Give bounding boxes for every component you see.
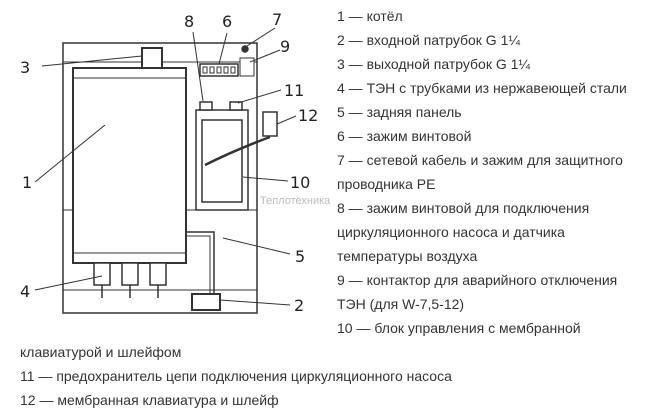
inlet-nozzle bbox=[191, 293, 221, 311]
legend-line: 1 — котёл bbox=[337, 8, 403, 24]
legend-line: 8 — зажим винтовой для подключения bbox=[337, 200, 590, 216]
legend-line: 11 — предохранитель цепи подключения цир… bbox=[20, 368, 452, 384]
legend-line: клавиатурой и шлейфом bbox=[20, 344, 182, 360]
watermark: Теплотехника bbox=[260, 195, 331, 207]
cable-entry bbox=[241, 45, 249, 53]
legend-line: проводника PE bbox=[337, 176, 436, 192]
legend-line: 5 — задняя панель bbox=[337, 104, 462, 120]
heater-terminal bbox=[121, 262, 139, 286]
control-block bbox=[195, 109, 249, 211]
legend-line: 12 — мембранная клавиатура и шлейф bbox=[20, 392, 279, 408]
callout-4: 4 bbox=[20, 282, 30, 301]
callout-2: 2 bbox=[294, 296, 304, 315]
callout-6: 6 bbox=[222, 12, 232, 31]
legend-line: 4 — ТЭН с трубками из нержавеющей стали bbox=[337, 80, 627, 96]
callout-1: 1 bbox=[22, 173, 32, 192]
callout-9: 9 bbox=[280, 37, 290, 56]
membrane-keyboard bbox=[262, 111, 278, 137]
legend-line: 7 — сетевой кабель и зажим для защитного bbox=[337, 152, 623, 168]
outlet-nozzle bbox=[141, 47, 163, 69]
ribbon-cable bbox=[204, 135, 271, 167]
screw-clamp-6 bbox=[199, 63, 239, 77]
callout-5: 5 bbox=[295, 247, 305, 266]
legend-line: 6 — зажим винтовой bbox=[337, 128, 472, 144]
boiler-body bbox=[72, 67, 187, 264]
legend-line: ТЭН (для W-7,5-12) bbox=[337, 296, 465, 312]
callout-8: 8 bbox=[184, 12, 194, 31]
heater-terminal bbox=[149, 262, 167, 286]
callout-7: 7 bbox=[272, 10, 282, 29]
legend-line: температуры воздуха bbox=[337, 248, 478, 264]
callout-10: 10 bbox=[290, 173, 310, 192]
legend-line: 10 — блок управления с мембранной bbox=[337, 320, 581, 336]
callout-3: 3 bbox=[20, 58, 30, 77]
heater-terminal bbox=[93, 262, 111, 286]
contactor bbox=[239, 57, 255, 77]
legend-line: циркуляционного насоса и датчика bbox=[337, 224, 565, 240]
callout-12: 12 bbox=[298, 106, 318, 125]
legend-line: 9 — контактор для аварийного отключения bbox=[337, 272, 618, 288]
legend-line: 2 — входной патрубок G 1¼ bbox=[337, 32, 521, 48]
legend-line: 3 — выходной патрубок G 1¼ bbox=[337, 56, 531, 72]
fuse bbox=[229, 101, 243, 111]
screw-clamp-8 bbox=[199, 101, 213, 111]
callout-11: 11 bbox=[284, 81, 304, 100]
